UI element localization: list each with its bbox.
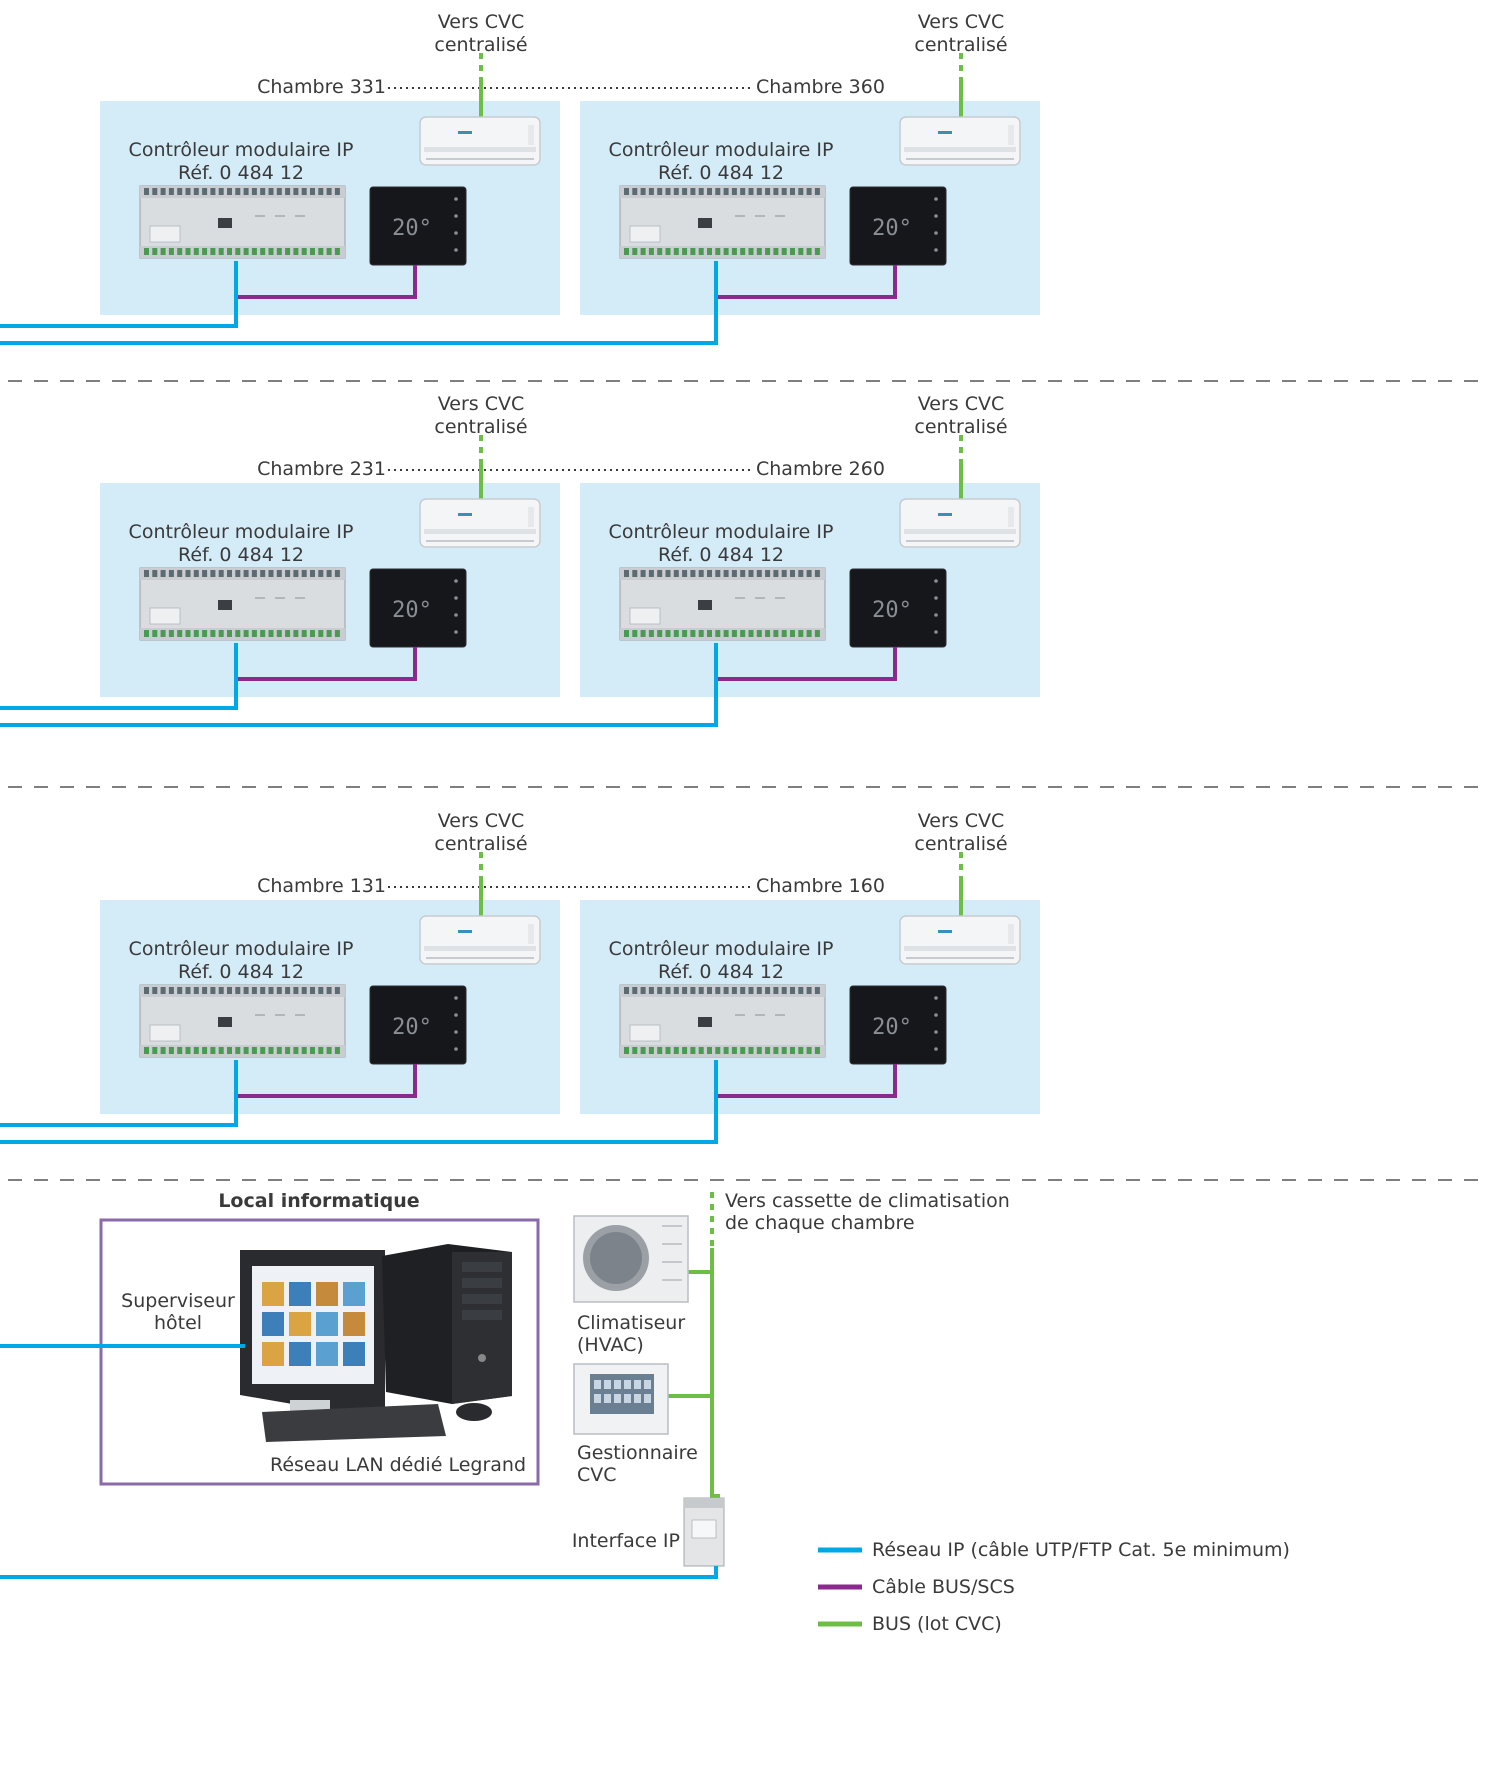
modular-controller-icon [619, 185, 826, 259]
floor-2: 20° 20° [0, 435, 1040, 727]
controller-label-left: Contrôleur modulaire IP [128, 139, 354, 161]
thermostat-display: 20° [872, 216, 912, 241]
legend-label: Câble BUS/SCS [872, 1576, 1015, 1598]
monitor-icon [240, 1250, 385, 1422]
thermostat-display: 20° [872, 1015, 912, 1040]
air-conditioner-icon [419, 915, 541, 965]
mouse-icon [456, 1403, 492, 1421]
cvc-label-left: Vers CVC [437, 810, 525, 832]
thermostat-icon: 20° [369, 186, 467, 266]
thermostat-display: 20° [392, 216, 432, 241]
supervisor-label: hôtel [153, 1312, 203, 1334]
ip-network-cable-left [0, 1060, 238, 1127]
controller-label-left: Contrôleur modulaire IP [128, 521, 354, 543]
ip-network-cable-right [0, 1060, 718, 1144]
thermostat-icon: 20° [849, 568, 947, 648]
cvc-label-left: Vers CVC [437, 393, 525, 415]
modular-controller-icon [139, 567, 346, 641]
modular-controller-icon [619, 567, 826, 641]
ip-network-cable-right [0, 261, 718, 345]
modular-controller-icon [139, 984, 346, 1058]
controller-label-right: Contrôleur modulaire IP [608, 938, 834, 960]
server-room-title: Local informatique [218, 1190, 420, 1212]
supervisor-label: Superviseur [121, 1290, 235, 1312]
cvc-label-right: Vers CVC [917, 393, 1005, 415]
controller-ref-left: Réf. 0 484 12 [177, 544, 305, 566]
ip-interface-label: Interface IP [571, 1530, 680, 1552]
controller-ref-right: Réf. 0 484 12 [657, 544, 785, 566]
air-conditioner-icon [419, 498, 541, 548]
air-conditioner-icon [899, 116, 1021, 166]
modular-controller-icon [139, 185, 346, 259]
thermostat-icon: 20° [369, 568, 467, 648]
controller-ref-right: Réf. 0 484 12 [657, 162, 785, 184]
air-conditioner-icon [899, 915, 1021, 965]
floor-1: 20° 20° [0, 852, 1040, 1144]
controller-label-right: Contrôleur modulaire IP [608, 521, 834, 543]
air-conditioner-icon [899, 498, 1021, 548]
air-conditioner-icon [419, 116, 541, 166]
thermostat-display: 20° [392, 1015, 432, 1040]
thermostat-display: 20° [392, 598, 432, 623]
hvac-section [573, 1192, 725, 1567]
room-label-left: Chambre 231 [257, 458, 386, 480]
cassette-note: de chaque chambre [725, 1212, 915, 1234]
hvac-manager-icon [573, 1363, 669, 1435]
floor-3: 20° 20° [0, 53, 1040, 345]
hvac-manager-label: Gestionnaire [577, 1442, 698, 1464]
cvc-label-left: Vers CVC [437, 11, 525, 33]
server-room [99, 1218, 540, 1486]
cvc-label-right: Vers CVC [917, 810, 1005, 832]
room-label-right: Chambre 360 [756, 76, 885, 98]
cvc-label-right: Vers CVC [917, 11, 1005, 33]
room-label-right: Chambre 260 [756, 458, 885, 480]
outdoor-unit-icon [573, 1215, 689, 1303]
legend-label: Réseau IP (câble UTP/FTP Cat. 5e minimum… [872, 1539, 1290, 1561]
cvc-label-left: centralisé [434, 34, 528, 56]
cvc-bus-to-interface [710, 1482, 720, 1498]
cvc-label-right: centralisé [914, 416, 1008, 438]
thermostat-icon: 20° [849, 186, 947, 266]
controller-ref-right: Réf. 0 484 12 [657, 961, 785, 983]
server-room-frame [99, 1218, 540, 1486]
cassette-note: Vers cassette de climatisation [725, 1190, 1010, 1212]
ip-network-cable-left [0, 643, 238, 710]
ip-interface-icon [683, 1497, 725, 1567]
air-conditioner-label: (HVAC) [577, 1334, 644, 1356]
keyboard-icon [262, 1404, 446, 1442]
thermostat-icon: 20° [849, 985, 947, 1065]
controller-ref-left: Réf. 0 484 12 [177, 961, 305, 983]
modular-controller-icon [619, 984, 826, 1058]
air-conditioner-label: Climatiseur [577, 1312, 686, 1334]
hvac-manager-label: CVC [577, 1464, 617, 1486]
controller-label-left: Contrôleur modulaire IP [128, 938, 354, 960]
thermostat-icon: 20° [369, 985, 467, 1065]
ip-network-cable-right [0, 643, 718, 727]
room-label-left: Chambre 331 [257, 76, 386, 98]
cvc-label-left: centralisé [434, 416, 528, 438]
cvc-label-left: centralisé [434, 833, 528, 855]
room-label-left: Chambre 131 [257, 875, 386, 897]
ip-interface-cable [0, 1566, 718, 1579]
ip-network-cable-left [0, 261, 238, 328]
cvc-label-right: centralisé [914, 34, 1008, 56]
pc-tower-icon [382, 1244, 512, 1404]
room-label-right: Chambre 160 [756, 875, 885, 897]
controller-label-right: Contrôleur modulaire IP [608, 139, 834, 161]
thermostat-display: 20° [872, 598, 912, 623]
legend-label: BUS (lot CVC) [872, 1613, 1002, 1635]
lan-label: Réseau LAN dédié Legrand [270, 1454, 526, 1476]
cvc-label-right: centralisé [914, 833, 1008, 855]
controller-ref-left: Réf. 0 484 12 [177, 162, 305, 184]
